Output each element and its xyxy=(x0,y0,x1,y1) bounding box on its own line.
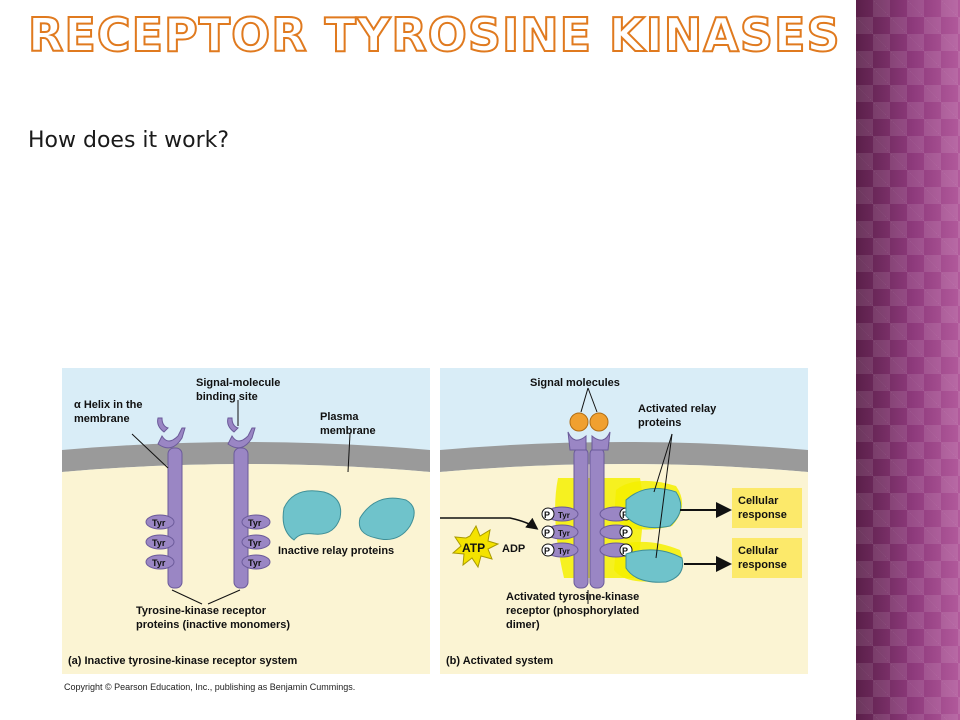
receptor-label: Tyrosine-kinase receptor xyxy=(136,605,267,617)
cellular-response-label: response xyxy=(738,559,787,571)
leader-line xyxy=(207,589,241,605)
tyr-label: Tyr xyxy=(558,547,570,556)
panel-a-caption: (a) Inactive tyrosine-kinase receptor sy… xyxy=(68,655,297,667)
phosphorylation-arrow xyxy=(440,517,539,530)
panel-b-membrane xyxy=(440,442,808,472)
phosphate-groups: P P P P P P xyxy=(541,507,633,557)
cellular-response-box xyxy=(732,488,802,528)
leader-line xyxy=(347,433,351,473)
slide-question: How does it work? xyxy=(28,128,230,153)
leader-line xyxy=(580,387,589,413)
helix-label: α Helix in the xyxy=(74,399,143,411)
activated-receptor-label: receptor (phosphorylated xyxy=(506,605,639,617)
tyr-label: Tyr xyxy=(248,518,262,528)
panel-a: Tyr Tyr Tyr Tyr Tyr Tyr α Helix in the m… xyxy=(62,368,430,674)
cellular-response-box xyxy=(732,538,802,578)
binding-site-label: binding site xyxy=(196,391,258,403)
phosphate-label: P xyxy=(544,546,550,556)
cellular-response-label: response xyxy=(738,509,787,521)
activated-relay-label: proteins xyxy=(638,417,681,429)
tyr-label: Tyr xyxy=(558,529,570,538)
plasma-membrane-label: Plasma xyxy=(320,411,359,423)
decorative-side-band xyxy=(856,0,960,720)
plasma-membrane-label: membrane xyxy=(320,425,376,437)
adp-label: ADP xyxy=(502,543,525,555)
inactive-relay-protein xyxy=(358,497,415,540)
activated-relay-protein xyxy=(625,487,682,529)
helix-label: membrane xyxy=(74,413,130,425)
tyr-label: Tyr xyxy=(152,558,166,568)
tyr-label: Tyr xyxy=(248,558,262,568)
receptor-monomer-left: Tyr Tyr Tyr xyxy=(145,417,186,589)
phosphate-label: P xyxy=(622,546,628,556)
tyr-label: Tyr xyxy=(248,538,262,548)
activated-relay-label: Activated relay xyxy=(638,403,717,415)
atp-burst xyxy=(451,524,500,569)
receptor-label: proteins (inactive monomers) xyxy=(136,619,290,631)
rtk-diagram: Tyr Tyr Tyr Tyr Tyr Tyr α Helix in the m… xyxy=(62,368,808,674)
tyr-label: Tyr xyxy=(558,511,570,520)
cellular-response-label: Cellular xyxy=(738,495,779,507)
atp-label: ATP xyxy=(462,541,485,555)
binding-site-label: Signal-molecule xyxy=(196,377,280,389)
signal-molecules-label: Signal molecules xyxy=(530,377,620,389)
receptor-monomer-right: Tyr Tyr Tyr xyxy=(227,417,271,589)
slide-title: RECEPTOR TYROSINE KINASES xyxy=(27,7,841,63)
leader-line xyxy=(653,433,673,493)
inactive-relay-label: Inactive relay proteins xyxy=(278,545,394,557)
activated-relay-protein xyxy=(625,549,684,583)
tyr-label: Tyr xyxy=(152,538,166,548)
signal-molecule xyxy=(569,412,589,432)
phosphate-label: P xyxy=(622,510,628,520)
signal-molecule xyxy=(589,412,609,432)
cellular-response-label: Cellular xyxy=(738,545,779,557)
copyright-notice: Copyright © Pearson Education, Inc., pub… xyxy=(64,682,356,692)
phosphate-label: P xyxy=(622,528,628,538)
activated-receptor-label: Activated tyrosine-kinase xyxy=(506,591,639,603)
leader-line xyxy=(171,589,203,605)
leader-line xyxy=(131,433,169,469)
tyr-label: Tyr xyxy=(152,518,166,528)
activated-receptor-label: dimer) xyxy=(506,619,540,631)
leader-line xyxy=(655,433,673,559)
panel-b-caption: (b) Activated system xyxy=(446,655,553,667)
leader-line xyxy=(587,387,598,413)
phosphate-label: P xyxy=(544,528,550,538)
phosphate-label: P xyxy=(544,510,550,520)
inactive-relay-protein xyxy=(282,490,342,541)
panel-b: Tyr Tyr Tyr P P P P P P ATP ADP xyxy=(440,368,808,674)
